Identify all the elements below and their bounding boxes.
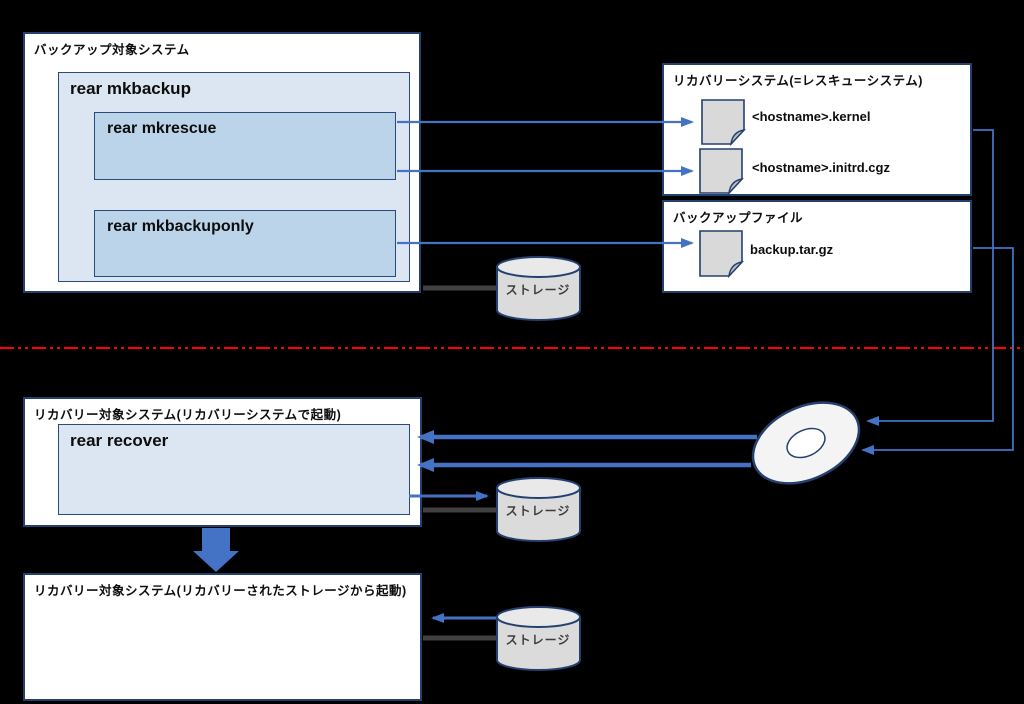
rear-mkrescue-label: rear mkrescue	[107, 120, 217, 137]
rear-recover-box: rear recover	[58, 424, 410, 515]
storage-label-2: ストレージ	[505, 504, 571, 518]
initrd-file-label: <hostname>.initrd.cgz	[752, 160, 890, 175]
recovery-system-box: リカバリーシステム(=レスキューシステム)	[662, 63, 972, 196]
backup-target-system-title: バックアップ対象システム	[34, 43, 190, 57]
rear-mkrescue-box: rear mkrescue	[94, 112, 396, 180]
block-arrow-down-icon	[193, 528, 239, 572]
optical-disc-icon	[751, 401, 861, 485]
rear-mkbackuponly-label: rear mkbackuponly	[107, 218, 254, 235]
rear-mkbackup-label: rear mkbackup	[70, 79, 191, 98]
recovery-target-storage-boot-title: リカバリー対象システム(リカバリーされたストレージから起動)	[34, 584, 407, 598]
backup-targz-label: backup.tar.gz	[750, 242, 834, 257]
kernel-file-label: <hostname>.kernel	[752, 109, 871, 124]
backup-file-title: バックアップファイル	[673, 211, 804, 225]
rear-mkbackuponly-box: rear mkbackuponly	[94, 210, 396, 277]
recovery-target-rescue-boot-title: リカバリー対象システム(リカバリーシステムで起動)	[34, 408, 342, 422]
recovery-target-storage-boot-box: リカバリー対象システム(リカバリーされたストレージから起動)	[23, 573, 422, 701]
rear-recover-label: rear recover	[70, 431, 169, 450]
recovery-system-title: リカバリーシステム(=レスキューシステム)	[673, 74, 923, 88]
storage-label-1: ストレージ	[505, 283, 571, 297]
storage-label-3: ストレージ	[505, 633, 571, 647]
